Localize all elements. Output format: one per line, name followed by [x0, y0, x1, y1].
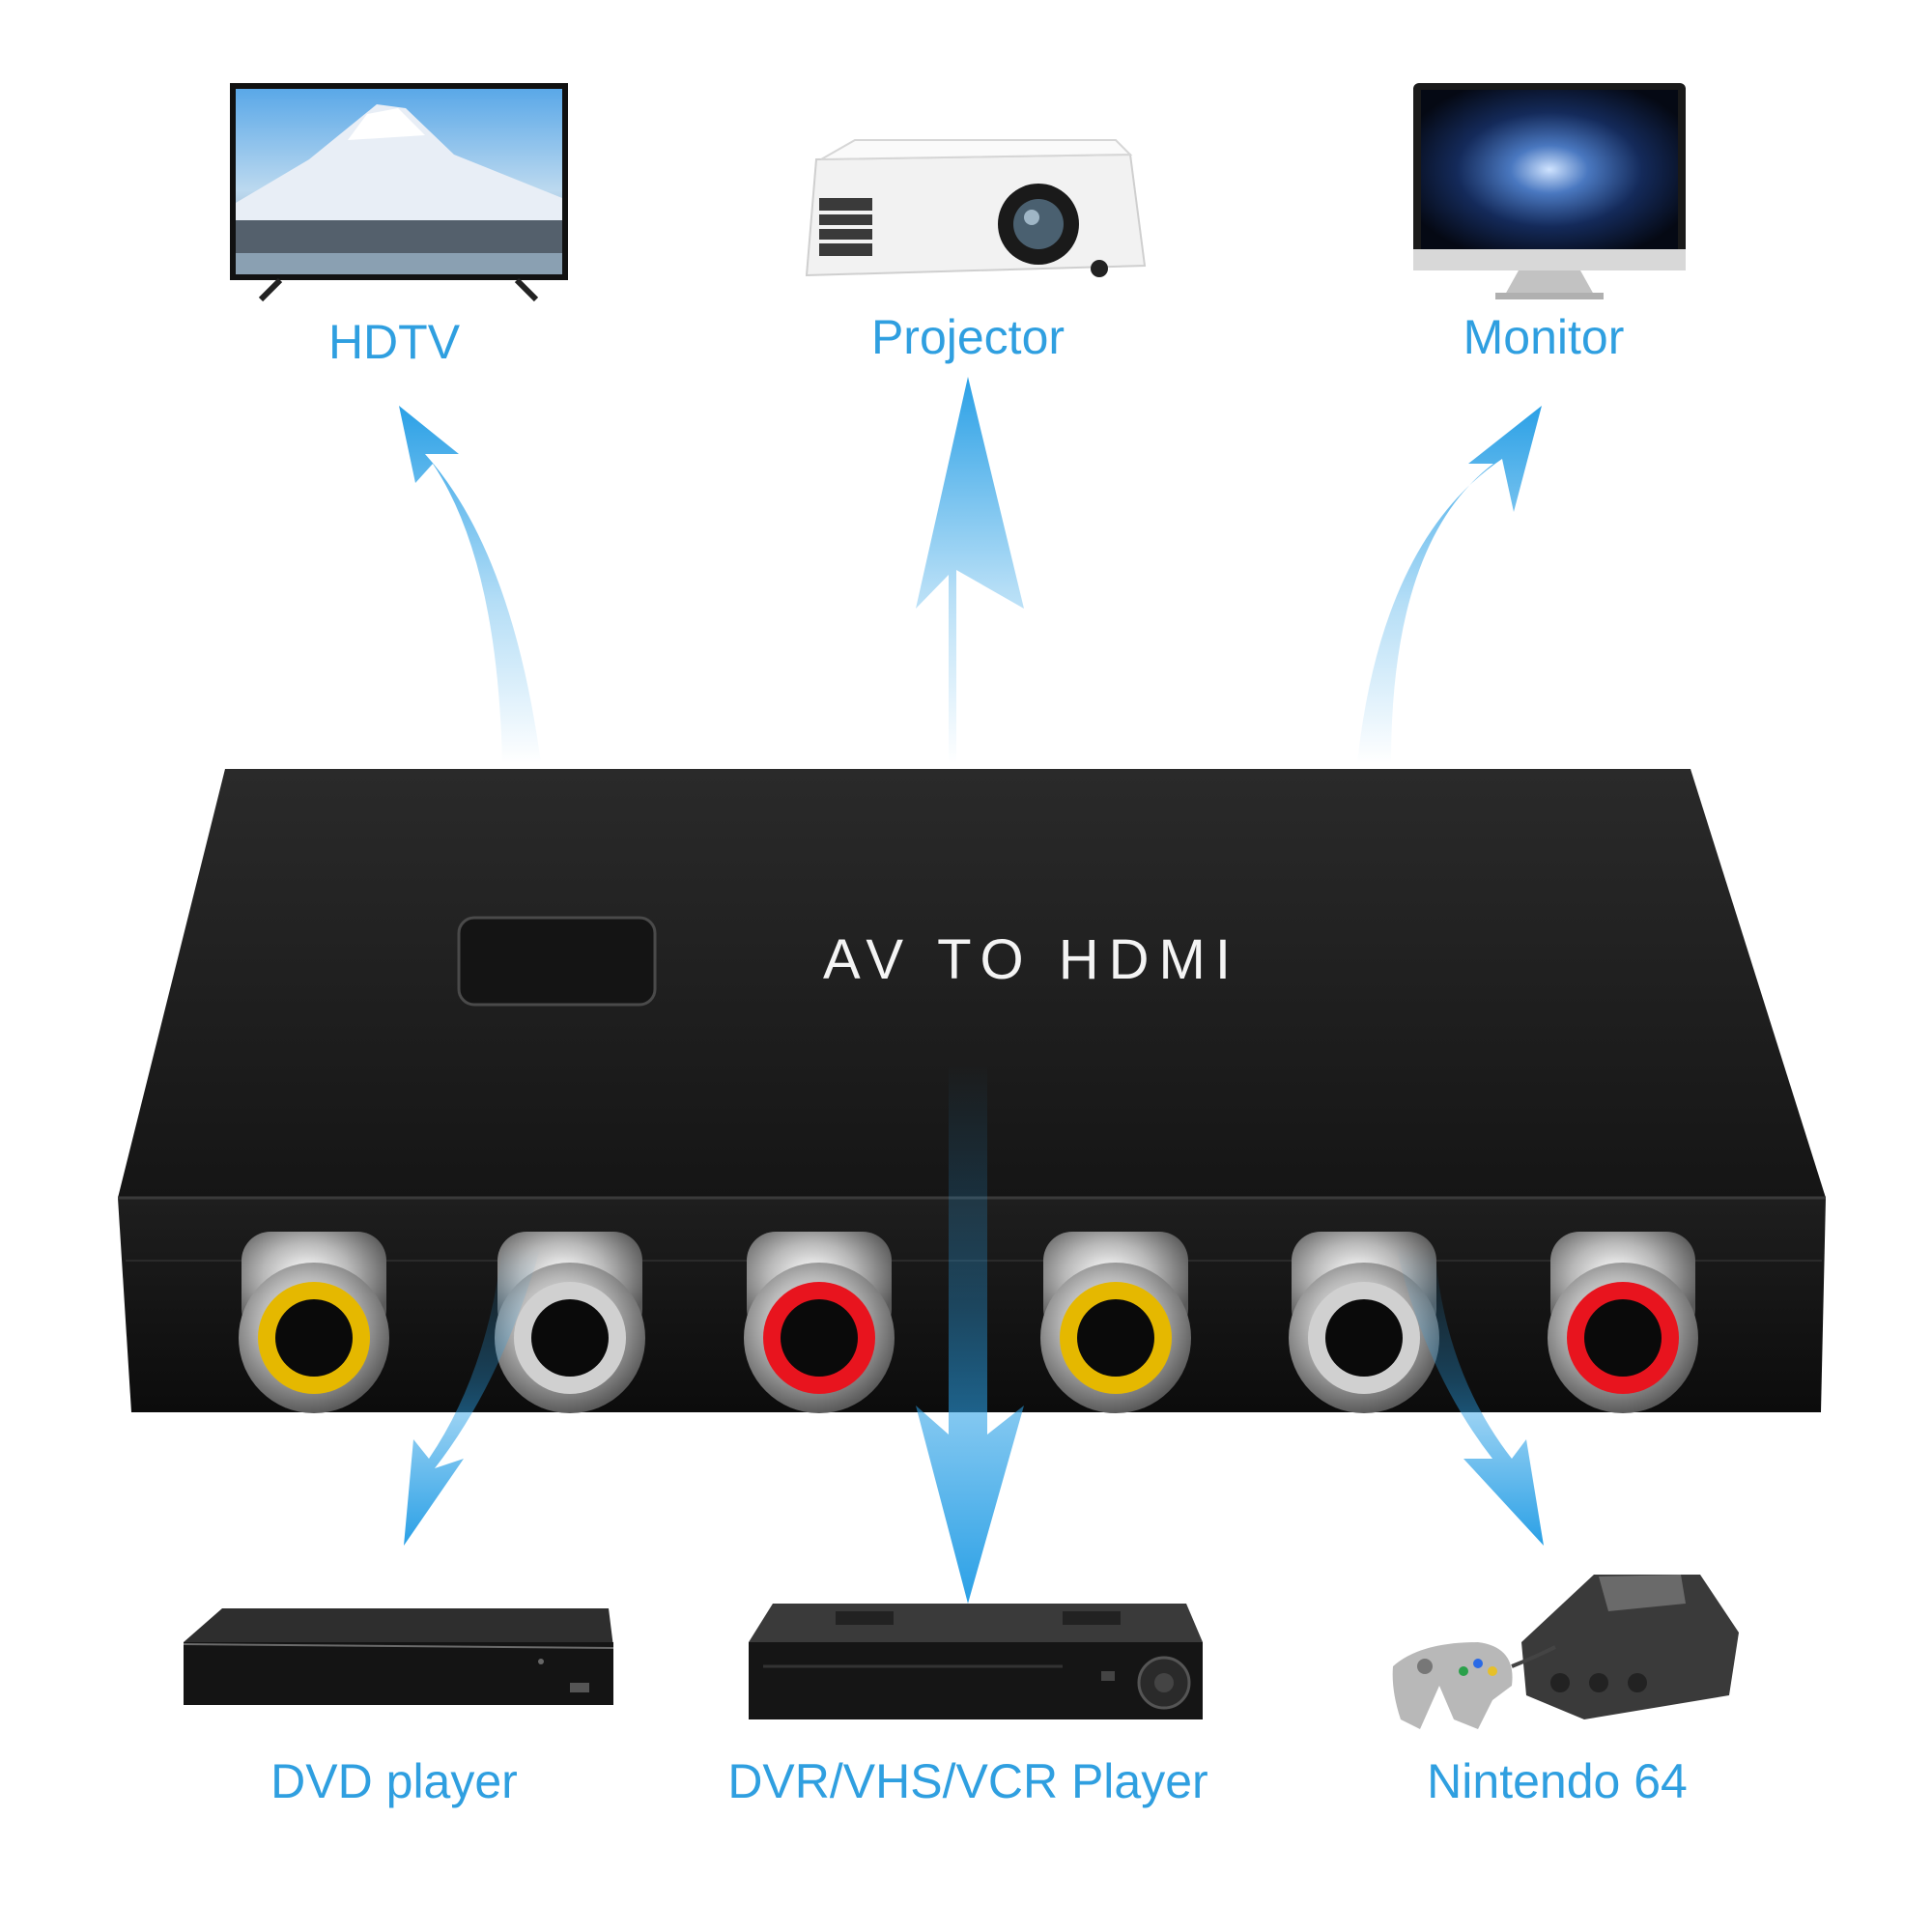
output-label-projector: Projector: [870, 310, 1065, 364]
monitor-icon: [1413, 83, 1686, 299]
output-label-monitor: Monitor: [1463, 310, 1625, 364]
output-label-hdtv: HDTV: [327, 315, 461, 369]
input-label-dvr-player: DVR/VHS/VCR Player: [727, 1754, 1208, 1808]
n64-console-icon: [1392, 1575, 1739, 1729]
power-button[interactable]: [457, 916, 657, 1007]
rca-port-group: [239, 1232, 1698, 1413]
dvr-player-icon: [749, 1604, 1203, 1719]
rca-port[interactable]: [1040, 1232, 1191, 1413]
input-arrows: [404, 1063, 1544, 1604]
tv-icon: [230, 83, 568, 302]
dvd-player-icon: [183, 1608, 614, 1705]
converter-label: AV TO HDMI: [823, 928, 1240, 991]
input-label-nintendo-64: Nintendo 64: [1427, 1754, 1688, 1808]
projector-icon: [805, 139, 1147, 277]
rca-port[interactable]: [1548, 1232, 1698, 1413]
output-arrows: [399, 377, 1542, 763]
rca-port[interactable]: [239, 1232, 389, 1413]
input-label-dvd-player: DVD player: [270, 1754, 518, 1808]
rca-port[interactable]: [744, 1232, 895, 1413]
